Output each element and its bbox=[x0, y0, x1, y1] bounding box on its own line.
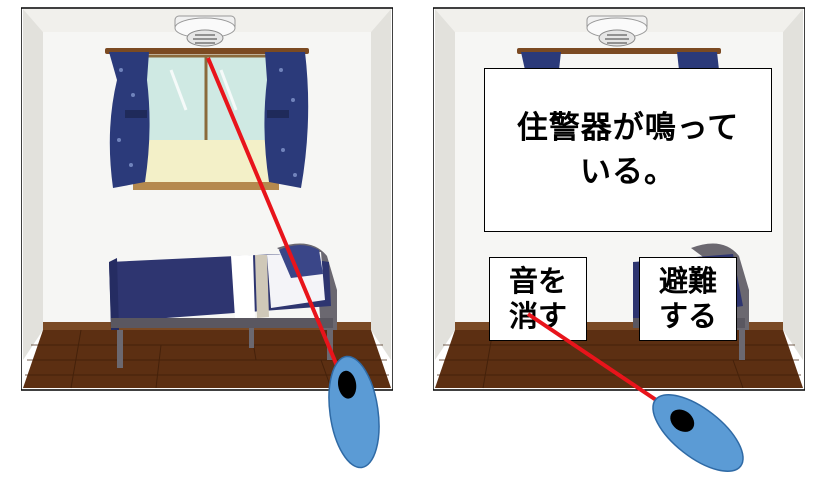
alert-message: 住警器が鳴っている。 bbox=[516, 110, 740, 190]
mute-sound-label: 音を消す bbox=[508, 264, 567, 333]
left-scene bbox=[21, 0, 393, 392]
bedroom-illustration-left bbox=[21, 7, 393, 391]
smoke-detector-icon bbox=[586, 15, 648, 47]
alert-dialog: 住警器が鳴っている。 bbox=[484, 68, 772, 232]
vr-controller-icon[interactable] bbox=[641, 381, 756, 477]
smoke-detector-icon bbox=[174, 15, 236, 47]
evacuate-button[interactable]: 避難する bbox=[639, 257, 737, 341]
mute-sound-button[interactable]: 音を消す bbox=[489, 257, 587, 341]
evacuate-label: 避難する bbox=[658, 264, 717, 333]
